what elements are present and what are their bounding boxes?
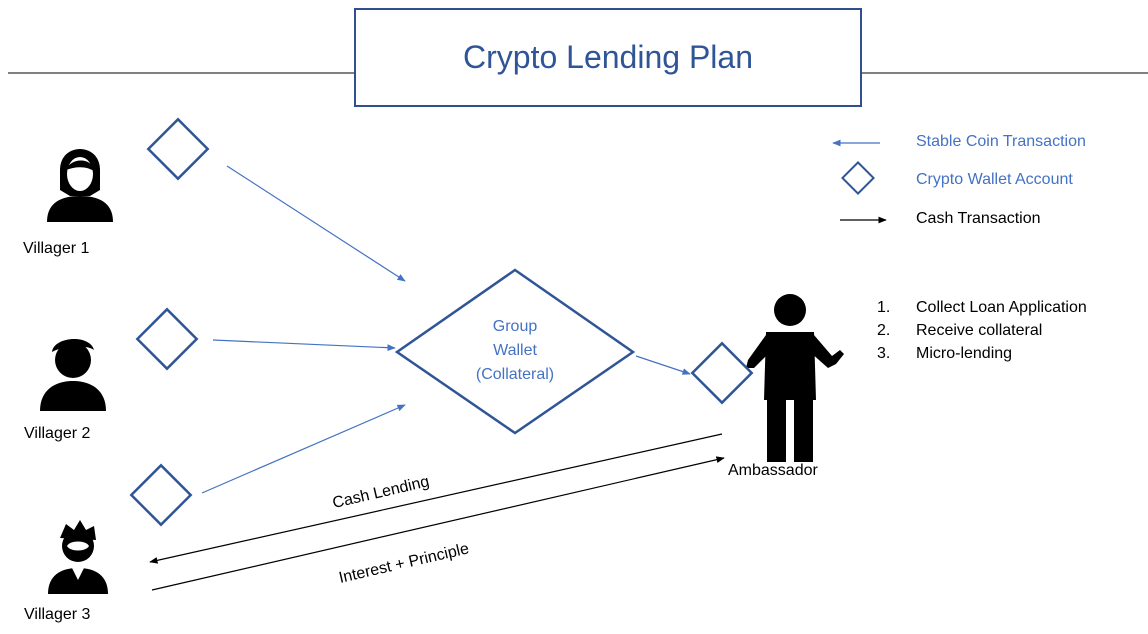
wallet-ambassador-icon	[690, 341, 754, 405]
step-item: 3. Micro-lending	[877, 342, 1087, 365]
legend-wallet-icon	[841, 161, 875, 195]
group-wallet-label-line2: Wallet	[493, 342, 537, 359]
businessman-user-icon	[48, 520, 108, 594]
wallet-villager1-icon	[146, 117, 210, 181]
step-text: Receive collateral	[916, 322, 1043, 339]
step-number: 2.	[877, 322, 891, 339]
stable-coin-arrow-to-ambassador	[635, 355, 691, 375]
stable-coin-arrow-villager1	[226, 165, 406, 282]
man-user-icon	[40, 338, 106, 411]
group-wallet-diamond-icon	[394, 268, 636, 435]
standing-person-shrug-icon	[746, 294, 844, 462]
villager3-label: Villager 3	[24, 606, 91, 623]
step-item: 2. Receive collateral	[877, 319, 1087, 342]
steps-list: 1. Collect Loan Application 2. Receive col…	[877, 296, 1087, 365]
ambassador-label: Ambassador	[728, 462, 818, 479]
wallet-villager3-icon	[129, 463, 193, 527]
wallet-villager2-icon	[135, 307, 199, 371]
stable-coin-arrow-villager3	[201, 404, 406, 494]
step-text: Collect Loan Application	[916, 299, 1087, 316]
cash-lending-label: Cash Lending	[331, 473, 431, 512]
step-item: 1. Collect Loan Application	[877, 296, 1087, 319]
legend-cash-label: Cash Transaction	[916, 210, 1041, 227]
page-title: Crypto Lending Plan	[463, 39, 753, 75]
step-number: 1.	[877, 299, 891, 316]
cash-lending-arrow	[149, 433, 723, 564]
villager1-label: Villager 1	[23, 240, 90, 257]
stable-coin-arrow-villager2	[212, 339, 396, 352]
woman-user-icon	[47, 149, 113, 222]
step-text: Micro-lending	[916, 345, 1013, 362]
villager2-label: Villager 2	[24, 425, 91, 442]
group-wallet-label-line3: (Collateral)	[475, 366, 555, 383]
step-number: 3.	[877, 345, 891, 362]
legend-wallet-label: Crypto Wallet Account	[916, 171, 1073, 188]
interest-principle-label: Interest + Principle	[337, 540, 470, 586]
legend-stable-coin-label: Stable Coin Transaction	[916, 133, 1086, 150]
title-box: Crypto Lending Plan	[354, 8, 862, 107]
group-wallet-label-line1: Group	[492, 318, 538, 335]
interest-principle-arrow	[151, 456, 725, 591]
